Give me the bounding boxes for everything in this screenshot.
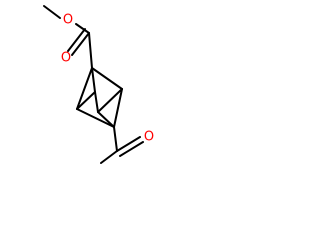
bond-ketone-carbon-to-methyl (100, 150, 118, 164)
bond-cube-to-ketone-carbon (113, 126, 118, 152)
cube-edge-top-back (91, 67, 96, 93)
cube-edge-top-right (91, 67, 123, 90)
molecule-diagram: O O O (43, 5, 155, 164)
cube-edge-top-left (76, 67, 93, 110)
cube-edge-back-to-bottom (97, 111, 115, 128)
cube-edge-left-back (76, 91, 96, 110)
ketone-oxygen-label: O (144, 130, 154, 145)
bond-ketone-carbon-to-oxygen-b (119, 141, 144, 157)
bond-ester-oxygen-to-carbonyl-carbon (75, 23, 90, 34)
cube-edge-right-down (113, 88, 123, 128)
ester-carbonyl-oxygen-label: O (61, 51, 71, 66)
ester-ether-oxygen-label: O (63, 13, 73, 28)
cube-edge-right-back (97, 88, 123, 113)
bond-carbonyl-carbon-to-oxygen-a (71, 32, 90, 56)
bond-carbonyl-to-cube (88, 32, 93, 69)
bond-methyl-to-ester-oxygen (43, 5, 61, 19)
bond-ketone-carbon-to-oxygen-a (116, 136, 141, 152)
bond-carbonyl-carbon-to-oxygen-b (67, 28, 86, 52)
cube-edge-left-down (76, 108, 115, 128)
molecule-structure: O O O (43, 5, 154, 164)
cube-edge-back-inner (94, 91, 99, 113)
